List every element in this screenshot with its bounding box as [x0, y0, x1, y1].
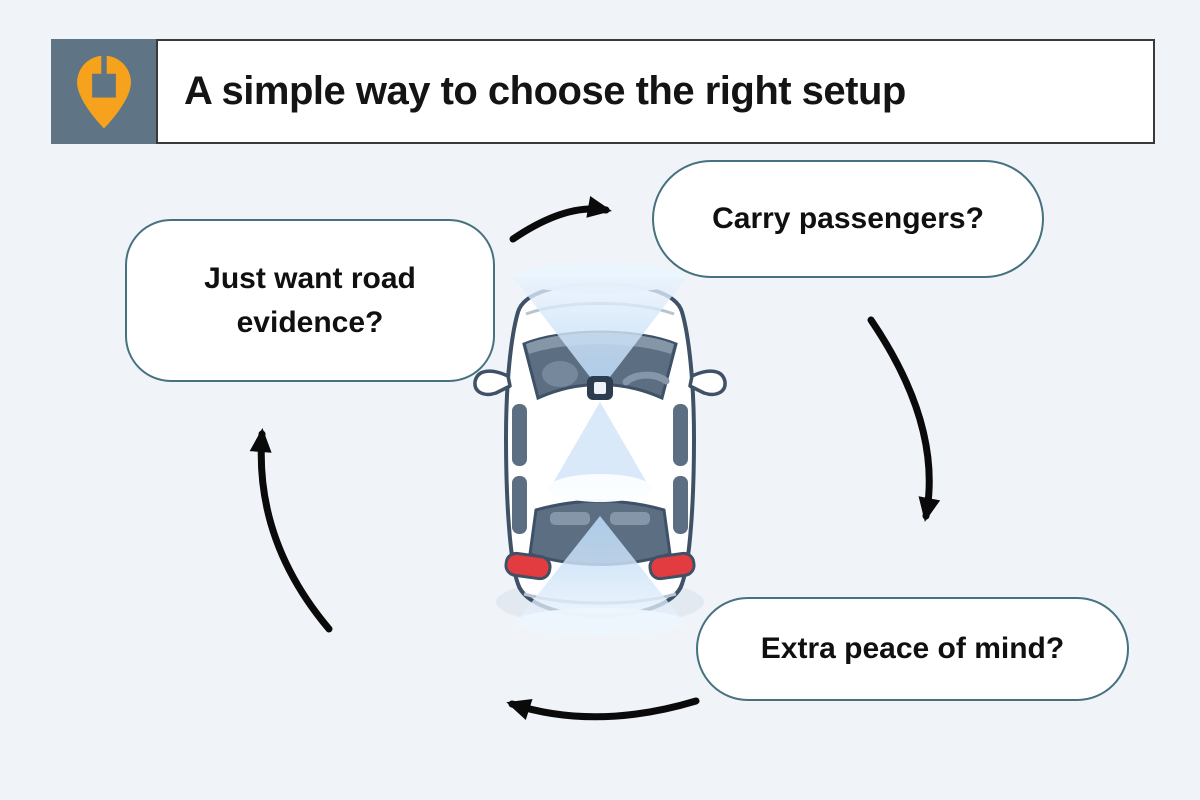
- header-title-bar: A simple way to choose the right setup: [156, 39, 1155, 144]
- side-window: [512, 404, 527, 466]
- front-camera-cone: [514, 263, 686, 390]
- rear-camera-cone: [515, 516, 685, 636]
- page-title: A simple way to choose the right setup: [184, 69, 906, 113]
- flow-arrow-left: [249, 428, 333, 633]
- logo-tile: [51, 39, 156, 144]
- side-window: [673, 476, 688, 534]
- flow-arrow-bottom: [506, 697, 700, 721]
- dashcam-icon: [587, 376, 613, 400]
- bubble-carry-passengers: Carry passengers?: [652, 160, 1044, 278]
- car-top-view-illustration: [473, 263, 727, 636]
- dash-detail: [622, 371, 670, 386]
- flow-arrow-right: [867, 316, 941, 522]
- left-taillight: [504, 551, 552, 581]
- right-mirror: [688, 369, 727, 397]
- bubble-peace-of-mind: Extra peace of mind?: [696, 597, 1129, 701]
- bubble-label: Extra peace of mind?: [760, 632, 1065, 666]
- bubble-label: Just want road evidence?: [204, 262, 416, 339]
- map-pin-icon: [76, 50, 131, 128]
- steering-wheel: [542, 361, 578, 387]
- bubble-road-evidence: Just want road evidence?: [125, 219, 495, 382]
- headrest: [550, 512, 590, 525]
- bubble-label: Carry passengers?: [712, 202, 984, 236]
- flow-arrow-top: [509, 196, 612, 243]
- right-taillight: [648, 551, 696, 581]
- side-window: [512, 476, 527, 534]
- side-window: [673, 404, 688, 466]
- cabin-camera-cone: [548, 402, 652, 502]
- left-mirror: [473, 369, 512, 397]
- headrest: [610, 512, 650, 525]
